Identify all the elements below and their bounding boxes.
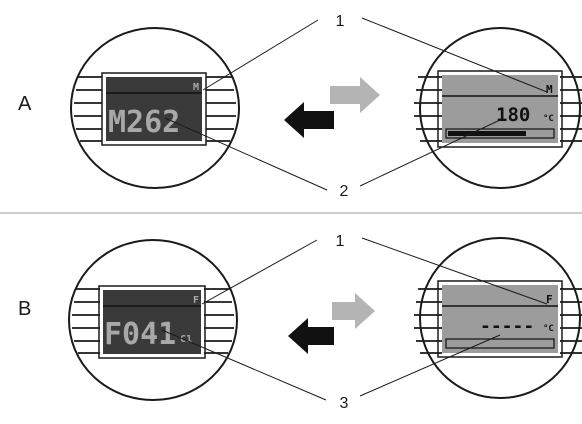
arrow-left-icon [288, 318, 334, 354]
exchange-arrows-b [288, 293, 375, 354]
error-code: F041 [104, 317, 176, 352]
display-frame [437, 70, 563, 148]
arrow-right-icon [332, 293, 375, 329]
display-frame [437, 280, 563, 358]
display-a-left: M M262 [70, 27, 240, 189]
bargraph-frame [445, 128, 555, 139]
bezel-lines [414, 76, 582, 142]
mode-letter: F [193, 295, 199, 306]
display-b-left: F F041 C1 [68, 239, 238, 401]
lens-circle [68, 239, 238, 401]
lens-circle [70, 27, 240, 189]
callout-lines-b [161, 237, 548, 401]
temperature-unit: °C [543, 324, 554, 334]
display-screen [106, 77, 202, 141]
bargraph-frame [445, 338, 555, 349]
bezel-lines [74, 76, 236, 142]
callout-3: 3 [340, 395, 349, 412]
error-code: M262 [108, 105, 180, 140]
lens-circle [419, 237, 581, 399]
callout-2: 2 [340, 183, 349, 200]
row-a: A M M262 [18, 13, 582, 200]
lens-circle [419, 27, 581, 189]
display-b-right: F ----- °C [414, 237, 582, 399]
display-frame [101, 72, 207, 146]
bargraph-fill [448, 131, 526, 136]
mode-letter: M [193, 82, 199, 93]
display-frame [98, 285, 206, 359]
row-label-b: B [18, 298, 31, 320]
callout-lines-a [164, 17, 548, 191]
mode-letter: F [546, 293, 553, 306]
callout-1-a: 1 [336, 13, 345, 30]
row-label-a: A [18, 93, 32, 115]
temperature-value: 180 [496, 104, 530, 126]
display-screen [103, 290, 201, 354]
temperature-unit: °C [543, 114, 554, 124]
exchange-arrows-a [284, 77, 380, 138]
row-b: B F F041 C1 [18, 233, 582, 412]
display-a-right: M 180 °C [414, 27, 582, 189]
bezel-lines [72, 288, 234, 354]
display-screen [442, 285, 558, 353]
channel-label: C1 [180, 334, 192, 345]
temperature-value: ----- [480, 316, 534, 337]
arrow-right-icon [330, 77, 380, 113]
arrow-left-icon [284, 102, 334, 138]
mode-letter: M [546, 83, 553, 96]
bezel-lines [414, 288, 582, 354]
callout-1-b: 1 [336, 233, 345, 250]
